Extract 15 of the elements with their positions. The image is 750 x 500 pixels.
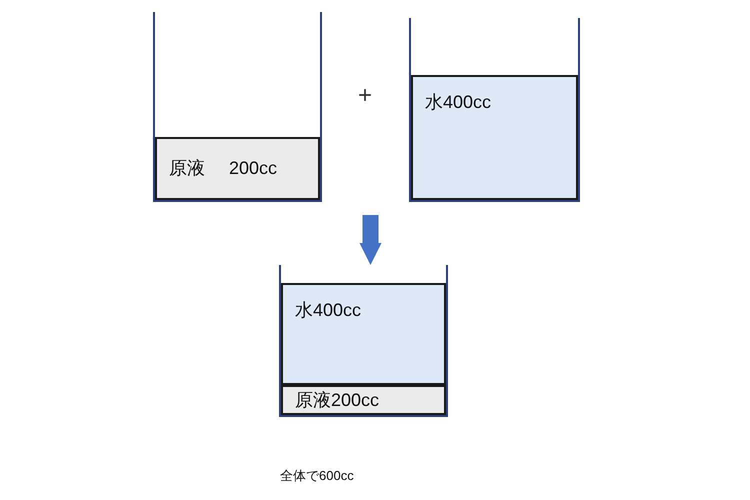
stock-solution-layer <box>155 137 320 200</box>
liquid-label: 原液200cc <box>295 388 380 412</box>
liquid-label: 水400cc <box>295 299 362 322</box>
beaker-container <box>153 12 322 202</box>
liquid-label: 水400cc <box>425 91 492 114</box>
liquid-label: 原液 <box>169 157 205 180</box>
beaker-container <box>409 18 580 202</box>
down-arrow <box>360 215 382 265</box>
beaker-container <box>279 265 448 417</box>
plus-sign: + <box>358 81 372 111</box>
water-layer <box>411 75 578 200</box>
water-layer <box>281 283 446 385</box>
stock-solution-layer <box>281 385 446 415</box>
caption: 全体で600cc <box>280 467 354 485</box>
liquid-label: 200cc <box>229 157 278 180</box>
